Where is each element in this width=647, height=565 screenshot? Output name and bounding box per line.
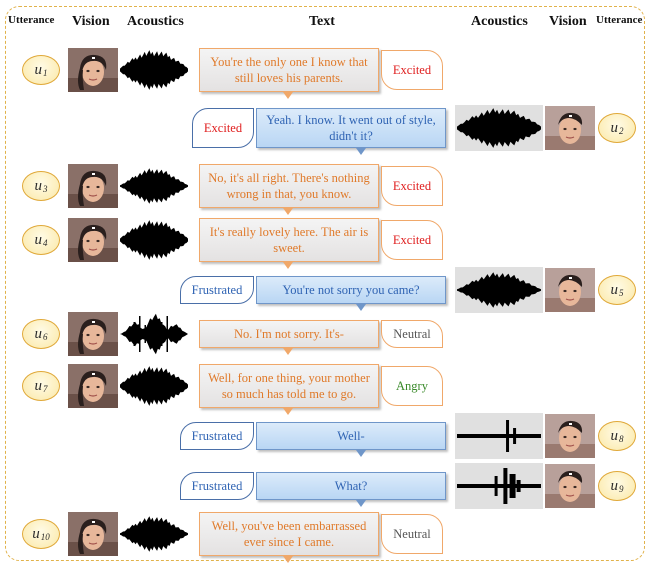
utterance-text-bubble: What?	[256, 472, 446, 500]
utterance-id-number: 4	[43, 238, 48, 248]
emotion-label: Frustrated	[180, 422, 254, 450]
emotion-label: Excited	[381, 220, 443, 260]
speaker-face-image	[68, 48, 118, 92]
utterance-id-number: 1	[43, 68, 48, 78]
bubble-tail	[356, 500, 366, 507]
header-text: Text	[309, 14, 335, 29]
acoustic-waveform	[118, 511, 190, 557]
acoustic-waveform	[455, 105, 543, 151]
utterance-id-number: 10	[40, 532, 50, 542]
speaker-face-image	[545, 414, 595, 458]
utterance-id-letter: u	[32, 525, 40, 542]
utterance-id-letter: u	[610, 427, 619, 444]
speaker-face-image	[545, 464, 595, 508]
utterance-text-bubble: You're not sorry you came?	[256, 276, 446, 304]
bubble-tail	[283, 92, 293, 99]
bubble-tail	[283, 348, 293, 355]
utterance-id-letter: u	[34, 231, 43, 248]
utterance-id-letter: u	[34, 325, 43, 342]
speaker-face-image	[68, 364, 118, 408]
speaker-face-image	[68, 312, 118, 356]
header-vision-left: Vision	[72, 14, 110, 29]
emotion-label: Excited	[381, 50, 443, 90]
utterance-id-number: 3	[43, 184, 48, 194]
acoustic-waveform	[455, 267, 543, 313]
header-acoustics-left: Acoustics	[127, 14, 184, 29]
bubble-tail	[356, 304, 366, 311]
utterance-text-bubble: It's really lovely here. The air is swee…	[199, 218, 379, 262]
utterance-text-bubble: No. I'm not sorry. It's-	[199, 320, 379, 348]
utterance-id-letter: u	[34, 177, 43, 194]
bubble-tail	[356, 450, 366, 457]
acoustic-waveform	[455, 463, 543, 509]
utterance-id-number: 9	[619, 484, 624, 494]
acoustic-waveform	[118, 163, 190, 209]
utterance-text-bubble: No, it's all right. There's nothing wron…	[199, 164, 379, 208]
speaker-face-image	[68, 218, 118, 262]
acoustic-waveform	[118, 217, 190, 263]
emotion-label: Excited	[192, 108, 254, 148]
utterance-text-bubble: Well-	[256, 422, 446, 450]
utterance-text-bubble: Well, for one thing, your mother so much…	[199, 364, 379, 408]
utterance-id-number: 8	[619, 434, 624, 444]
utterance-id-number: 6	[43, 332, 48, 342]
utterance-id-letter: u	[34, 61, 43, 78]
emotion-label: Excited	[381, 166, 443, 206]
speaker-face-image	[68, 164, 118, 208]
header-utterance-right: Utterance	[596, 14, 643, 26]
utterance-id-letter: u	[610, 477, 619, 494]
acoustic-waveform	[118, 363, 190, 409]
emotion-label: Angry	[381, 366, 443, 406]
utterance-text-bubble: You're the only one I know that still lo…	[199, 48, 379, 92]
speaker-face-image	[68, 512, 118, 556]
bubble-tail	[283, 208, 293, 215]
bubble-tail	[283, 408, 293, 415]
header-utterance-left: Utterance	[8, 14, 55, 26]
emotion-label: Neutral	[381, 320, 443, 348]
bubble-tail	[356, 148, 366, 155]
utterance-id-letter: u	[34, 377, 43, 394]
utterance-id-number: 2	[619, 126, 624, 136]
acoustic-waveform	[455, 413, 543, 459]
utterance-text-bubble: Well, you've been embarrassed ever since…	[199, 512, 379, 556]
header-acoustics-right: Acoustics	[471, 14, 528, 29]
bubble-tail	[283, 262, 293, 269]
utterance-id-number: 7	[43, 384, 48, 394]
utterance-id-number: 5	[619, 288, 624, 298]
bubble-tail	[283, 556, 293, 563]
acoustic-waveform	[118, 311, 190, 357]
speaker-face-image	[545, 268, 595, 312]
header-vision-right: Vision	[549, 14, 587, 29]
emotion-label: Neutral	[381, 514, 443, 554]
utterance-id-letter: u	[610, 119, 619, 136]
utterance-id-letter: u	[610, 281, 619, 298]
speaker-face-image	[545, 106, 595, 150]
utterance-text-bubble: Yeah. I know. It went out of style, didn…	[256, 108, 446, 148]
acoustic-waveform	[118, 47, 190, 93]
emotion-label: Frustrated	[180, 276, 254, 304]
emotion-label: Frustrated	[180, 472, 254, 500]
diagram-frame	[5, 6, 645, 561]
